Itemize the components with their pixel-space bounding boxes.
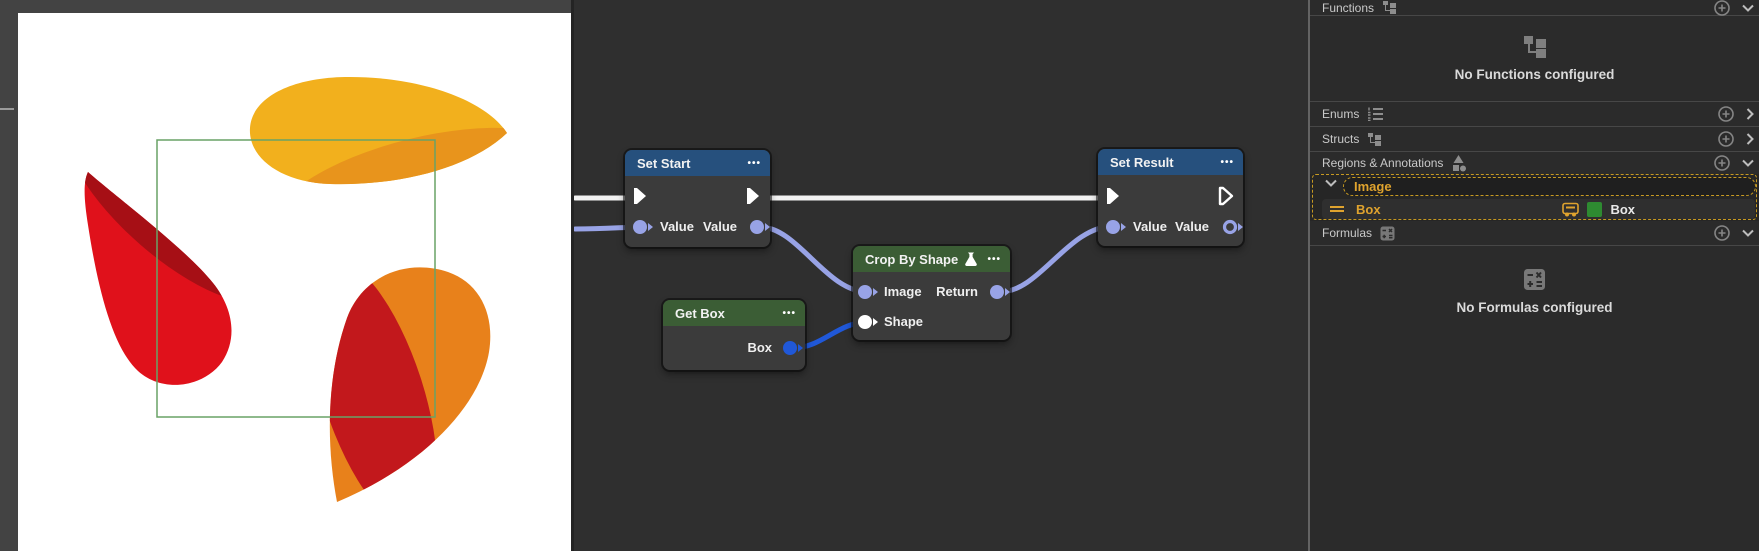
structs-label: Structs bbox=[1322, 132, 1360, 146]
value-wire-crop-to-result bbox=[997, 223, 1117, 295]
viewer-top-strip bbox=[0, 0, 572, 13]
return-out-label: Return bbox=[936, 284, 978, 299]
node-crop-by-shape[interactable]: Crop By Shape ••• Image Return Shape bbox=[853, 246, 1010, 340]
region-group-label: Image bbox=[1354, 179, 1392, 194]
add-struct-button[interactable] bbox=[1718, 131, 1734, 147]
add-enum-button[interactable] bbox=[1718, 106, 1734, 122]
region-group-image[interactable]: Image bbox=[1343, 177, 1756, 196]
add-formula-button[interactable] bbox=[1714, 225, 1730, 241]
node-menu-dots[interactable]: ••• bbox=[782, 307, 796, 319]
orange-blob bbox=[329, 267, 491, 502]
formulas-label: Formulas bbox=[1322, 226, 1373, 240]
viewer-left-strip bbox=[0, 0, 18, 551]
viewer-canvas-seam bbox=[571, 0, 574, 551]
yellow-blob bbox=[249, 76, 507, 185]
image-viewer bbox=[0, 0, 572, 551]
functions-label: Functions bbox=[1322, 0, 1375, 15]
enums-expand-chevron-right[interactable] bbox=[1746, 108, 1754, 120]
functions-empty-state: No Functions configured bbox=[1310, 16, 1759, 102]
functions-collapse-chevron-down[interactable] bbox=[1742, 4, 1754, 12]
panel-resize-divider[interactable] bbox=[1308, 0, 1310, 551]
image-in-label: Image bbox=[884, 284, 922, 299]
node-menu-dots[interactable]: ••• bbox=[1220, 156, 1234, 168]
exec-out-pin[interactable] bbox=[744, 186, 762, 206]
formulas-collapse-chevron-down[interactable] bbox=[1742, 229, 1754, 237]
image-in-pin[interactable] bbox=[857, 284, 881, 300]
region-color-swatch[interactable] bbox=[1587, 201, 1603, 217]
value-out-pin-unconnected[interactable] bbox=[1222, 219, 1246, 235]
functions-icon bbox=[1383, 1, 1397, 14]
value-in-pin[interactable] bbox=[632, 219, 656, 235]
exec-out-pin-unconnected[interactable] bbox=[1217, 186, 1235, 206]
value-in-label: Value bbox=[1133, 219, 1167, 234]
right-sidebar: Functions No Functions configured Enum bbox=[1310, 0, 1759, 551]
regions-icon bbox=[1453, 155, 1467, 172]
region-group-drop-highlight bbox=[1312, 174, 1757, 220]
region-item-name: Box bbox=[1356, 201, 1381, 217]
region-item-box[interactable]: Box Box bbox=[1322, 199, 1755, 219]
section-regions-header[interactable]: Regions & Annotations bbox=[1310, 152, 1759, 174]
box-out-pin[interactable] bbox=[782, 340, 806, 356]
value-out-label: Value bbox=[703, 219, 737, 234]
region-box-overlay[interactable] bbox=[156, 139, 436, 418]
formulas-icon bbox=[1380, 226, 1395, 240]
regions-collapse-chevron-down[interactable] bbox=[1742, 159, 1754, 167]
section-structs-header[interactable]: Structs bbox=[1310, 127, 1759, 152]
region-type-icon bbox=[1562, 202, 1580, 216]
viewer-panel-handle[interactable] bbox=[0, 108, 14, 110]
image-group-chevron-down[interactable] bbox=[1325, 179, 1337, 187]
node-set-result[interactable]: Set Result ••• Value Value bbox=[1098, 149, 1243, 246]
add-region-button[interactable] bbox=[1714, 155, 1730, 171]
value-out-label: Value bbox=[1175, 219, 1209, 234]
drag-handle-icon[interactable] bbox=[1330, 205, 1344, 213]
formulas-empty-icon bbox=[1524, 268, 1545, 290]
shape-in-label: Shape bbox=[884, 314, 924, 329]
value-in-pin[interactable] bbox=[1105, 219, 1129, 235]
section-formulas-header[interactable]: Formulas bbox=[1310, 221, 1759, 246]
regions-tree: Image Box Box bbox=[1310, 174, 1759, 221]
return-out-pin[interactable] bbox=[989, 284, 1013, 300]
node-title: Get Box bbox=[675, 305, 725, 321]
value-wire-start-to-crop bbox=[757, 224, 871, 295]
formulas-empty-text: No Formulas configured bbox=[1456, 299, 1613, 315]
node-header[interactable]: Set Result ••• bbox=[1098, 149, 1243, 175]
box-out-label: Box bbox=[747, 340, 772, 355]
region-type-label: Box bbox=[1610, 201, 1635, 217]
node-menu-dots[interactable]: ••• bbox=[747, 157, 761, 169]
pure-function-flask-icon bbox=[965, 252, 977, 266]
value-out-pin[interactable] bbox=[749, 219, 773, 235]
node-get-box[interactable]: Get Box ••• Box bbox=[663, 300, 805, 370]
add-function-button[interactable] bbox=[1714, 0, 1730, 16]
enums-icon bbox=[1368, 107, 1384, 121]
node-header[interactable]: Set Start ••• bbox=[625, 150, 770, 176]
functions-empty-icon bbox=[1523, 35, 1546, 58]
node-menu-dots[interactable]: ••• bbox=[987, 253, 1001, 265]
value-in-label: Value bbox=[660, 219, 694, 234]
enums-label: Enums bbox=[1322, 107, 1360, 121]
structs-icon bbox=[1368, 132, 1382, 146]
node-set-start[interactable]: Set Start ••• Value Value bbox=[625, 150, 770, 247]
node-title: Set Result bbox=[1110, 154, 1174, 170]
shape-in-pin[interactable] bbox=[857, 314, 881, 330]
regions-label: Regions & Annotations bbox=[1322, 156, 1444, 170]
node-header[interactable]: Get Box ••• bbox=[663, 300, 805, 326]
functions-empty-text: No Functions configured bbox=[1454, 66, 1615, 82]
exec-in-pin[interactable] bbox=[1104, 186, 1122, 206]
node-title: Set Start bbox=[637, 155, 691, 171]
node-header[interactable]: Crop By Shape ••• bbox=[853, 246, 1010, 272]
formulas-empty-state: No Formulas configured bbox=[1310, 246, 1759, 336]
preview-image bbox=[84, 76, 507, 502]
exec-in-pin[interactable] bbox=[631, 186, 649, 206]
structs-expand-chevron-right[interactable] bbox=[1746, 133, 1754, 145]
section-enums-header[interactable]: Enums bbox=[1310, 102, 1759, 127]
node-title: Crop By Shape bbox=[865, 251, 959, 267]
section-functions-header[interactable]: Functions bbox=[1310, 0, 1759, 16]
